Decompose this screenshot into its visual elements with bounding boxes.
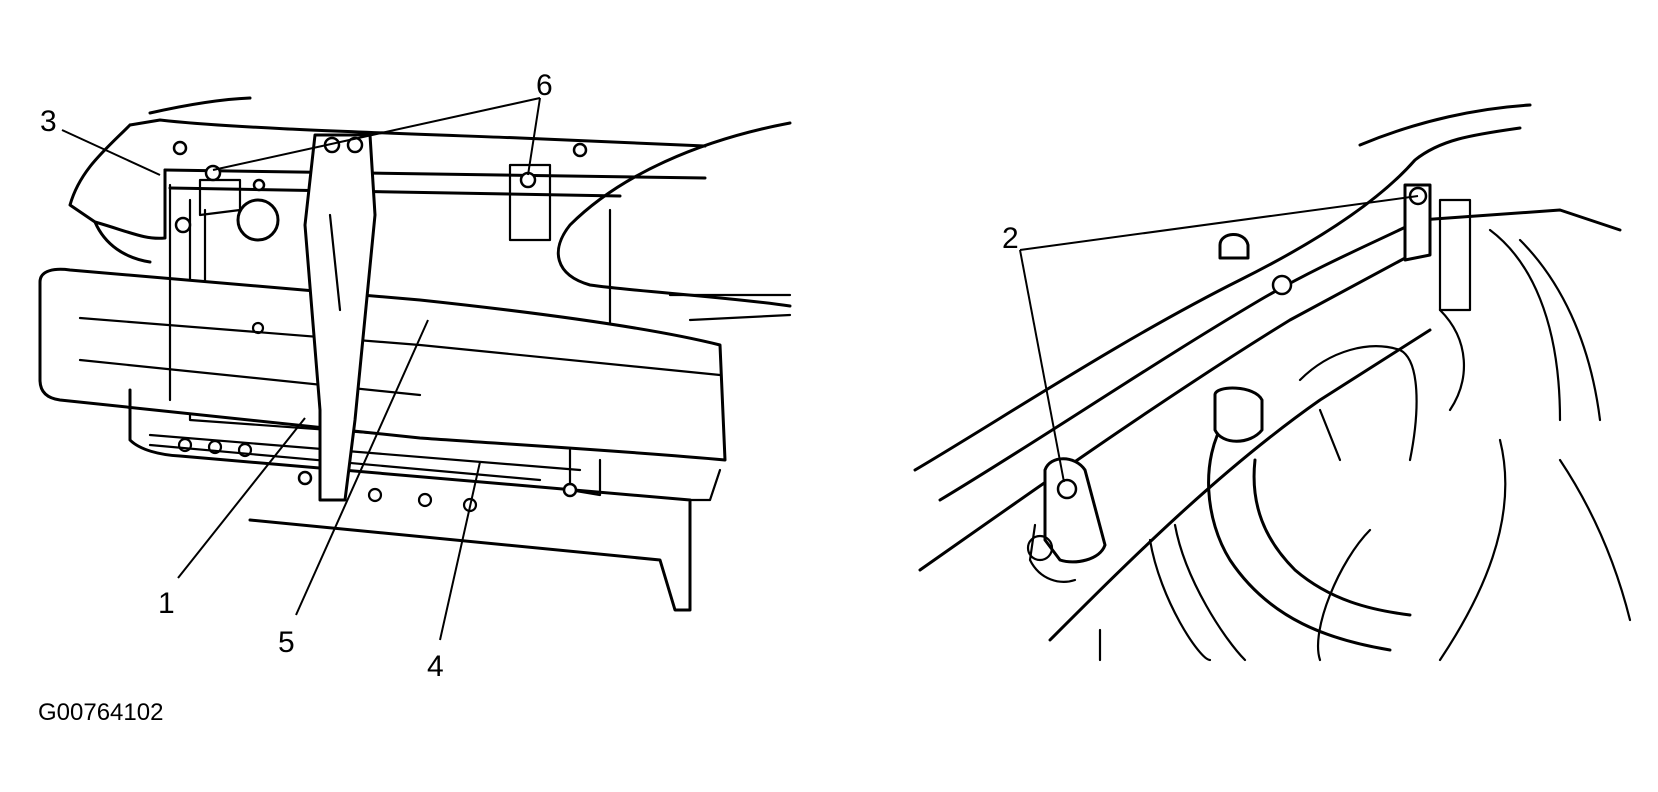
figure-code: G00764102	[38, 699, 163, 726]
callout-1: 1	[158, 587, 175, 620]
callout-4: 4	[427, 650, 444, 683]
closeup-view-illustration	[913, 103, 1632, 662]
front-view-illustration	[38, 96, 792, 612]
leader-lines	[61, 97, 1419, 641]
callout-6: 6	[536, 69, 553, 102]
callout-5: 5	[278, 626, 295, 659]
callout-2: 2	[1002, 222, 1019, 255]
callout-3: 3	[40, 105, 57, 138]
